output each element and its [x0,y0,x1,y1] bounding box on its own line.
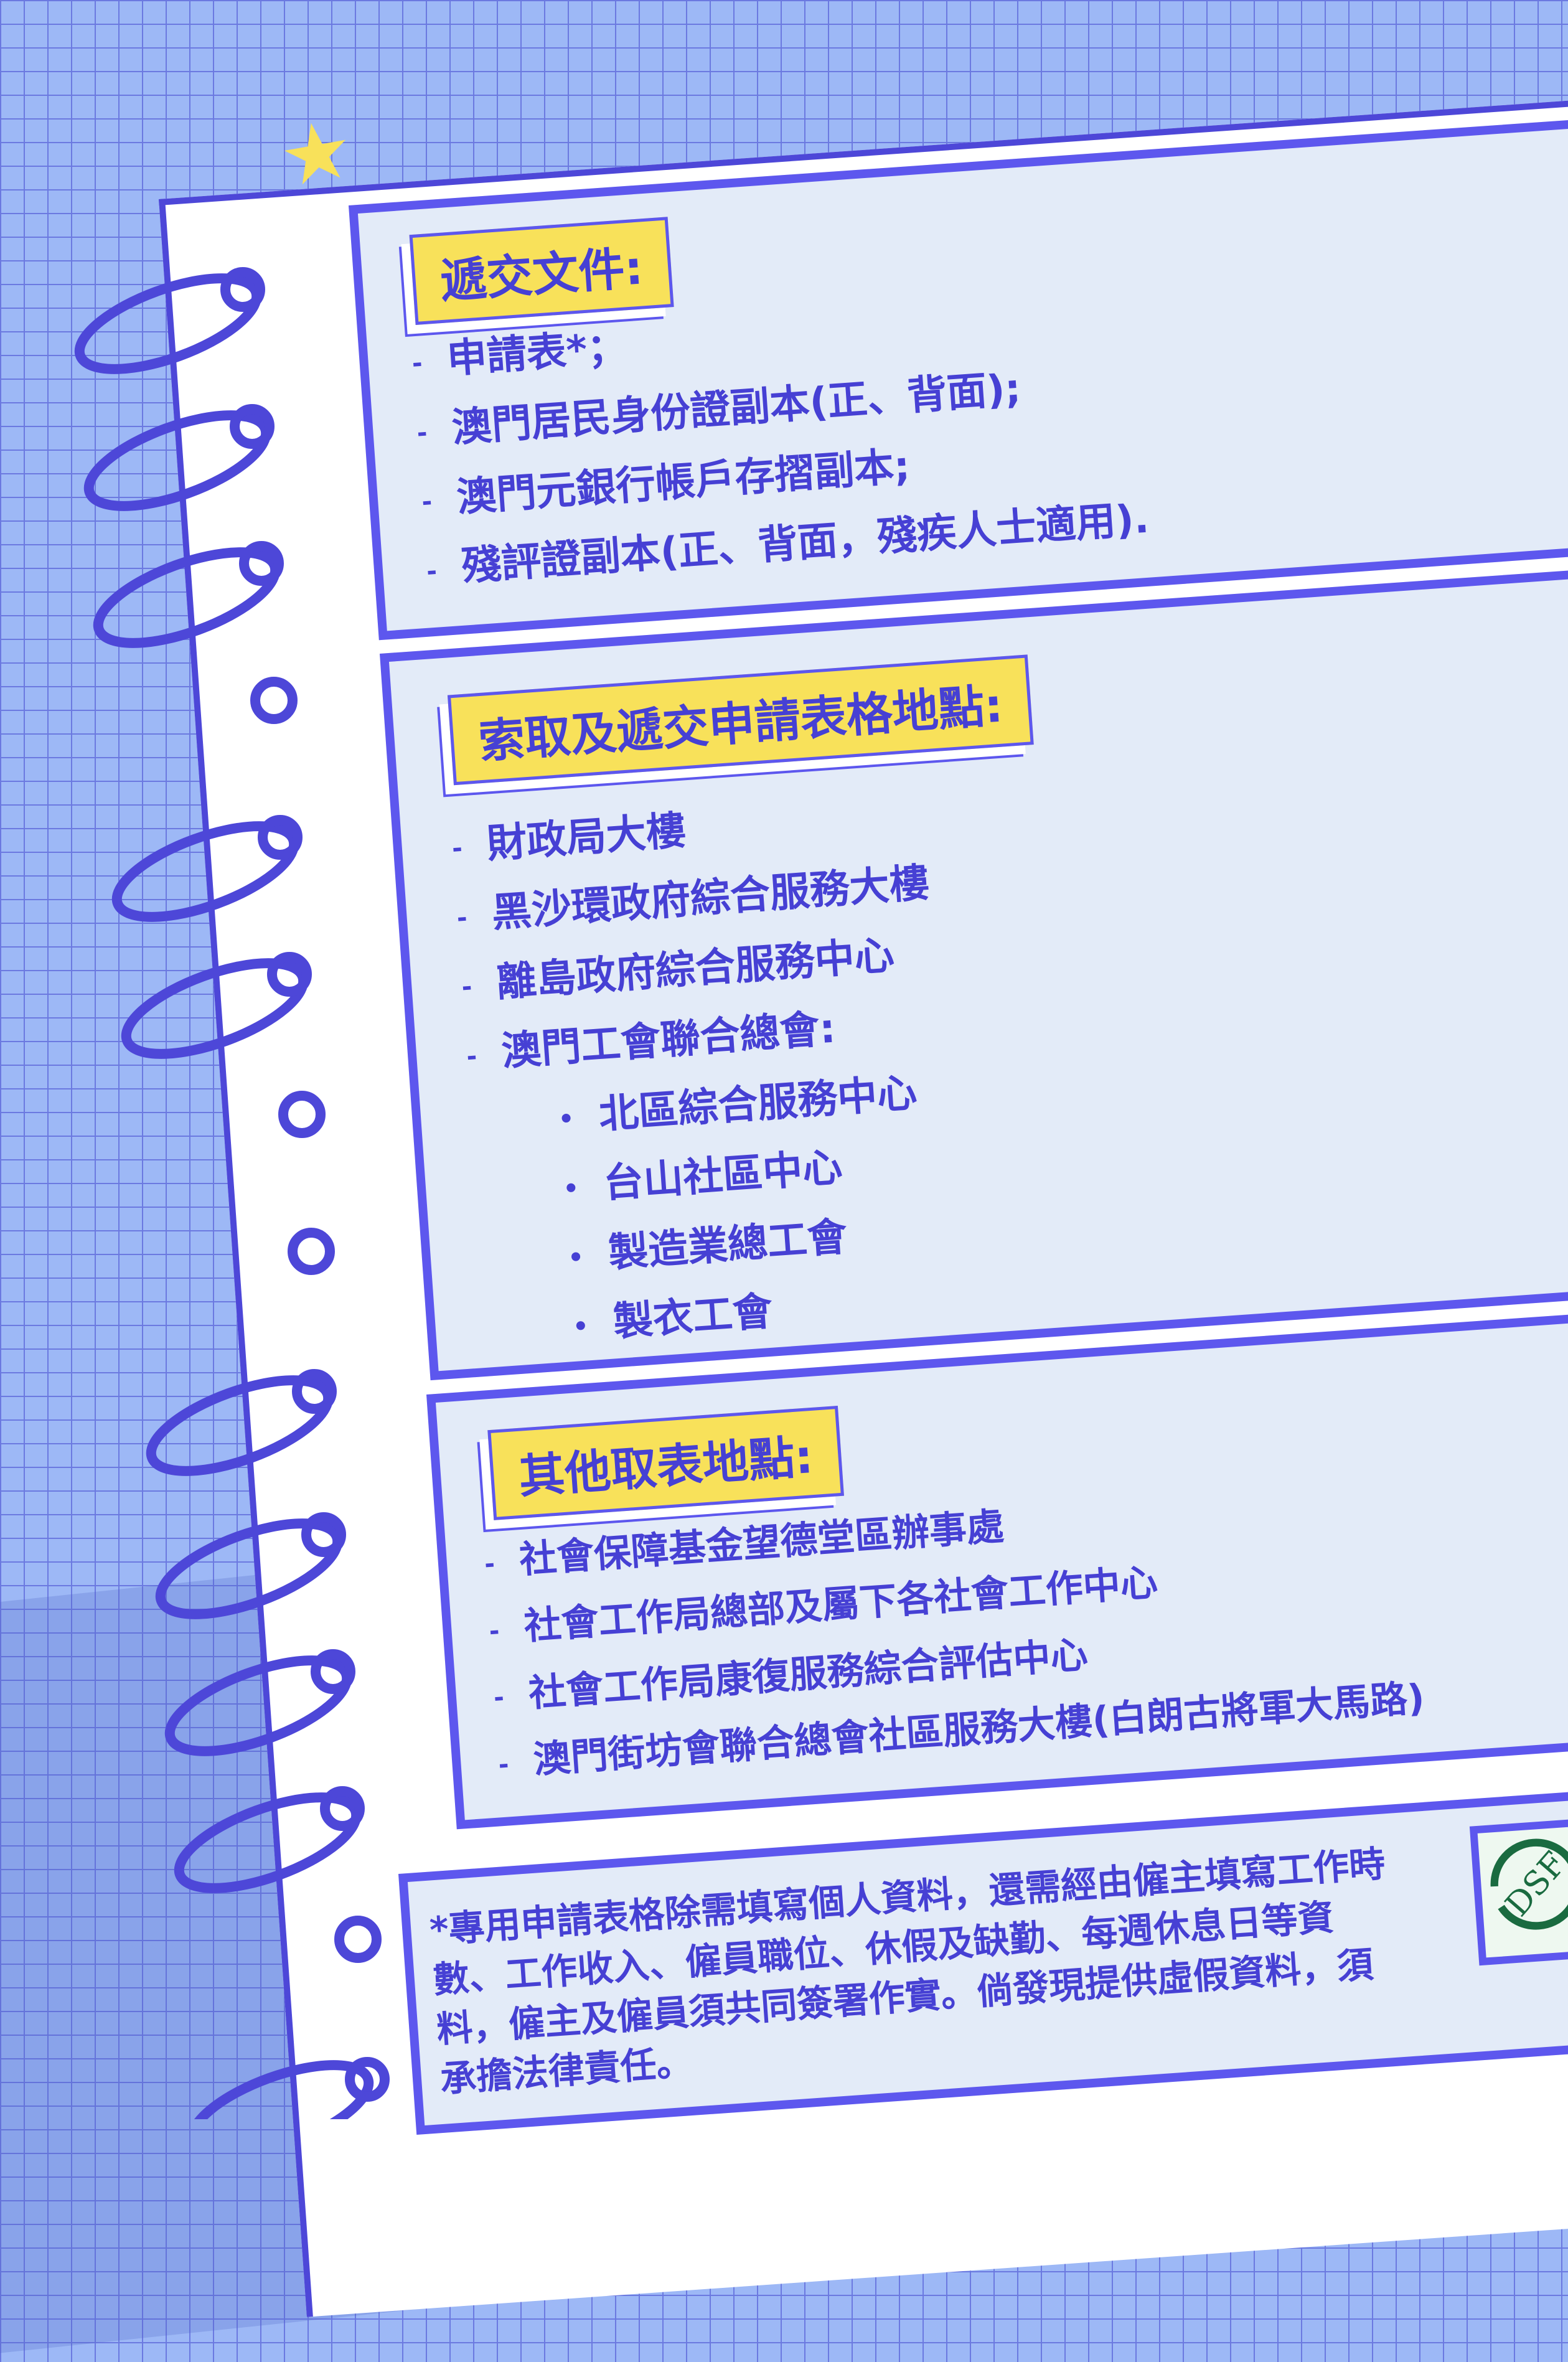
documents-panel: 遞交文件: 申請表*； 澳門居民身份證副本(正、背面); 澳門元銀行帳戶存摺副本… [349,114,1568,641]
spiral-ring-icon [74,267,265,374]
spiral-ring-icon [83,404,275,511]
documents-list: 申請表*； 澳門居民身份證副本(正、背面); 澳門元銀行帳戶存摺副本; 殘評證副… [410,278,1152,605]
other-locations-list: 社會保障基金望德堂區辦事處 社會工作局總部及屬下各社會工作中心 社會工作局康復服… [482,1466,1427,1797]
ring-hole-icon [288,1228,335,1275]
locations-list: 財政局大樓 黑沙環政府綜合服務大樓 離島政府綜合服務中心 澳門工會聯合總會: 北… [449,781,960,1367]
spiral-ring-icon [164,1649,355,1756]
other-locations-panel: 其他取表地點: 社會保障基金望德堂區辦事處 社會工作局總部及屬下各社會工作中心 … [426,1307,1568,1830]
ring-hole-icon [334,1916,382,1963]
other-locations-heading: 其他取表地點: [487,1405,844,1520]
spiral-binding [74,267,390,2119]
locations-panel: 索取及遞交申請表格地點: 財政局大樓 黑沙環政府綜合服務大樓 離島政府綜合服務中… [380,562,1568,1381]
dsf-logo-icon: DSF [1490,1838,1568,1930]
ring-hole-icon [278,1091,326,1138]
spiral-ring-icon [121,952,312,1059]
spiral-ring-icon [155,1512,346,1619]
ring-hole-icon [250,677,298,724]
note-panel: *專用申請表格除需填寫個人資料，還需經由僱主填寫工作時數、工作收入、僱員職位、休… [398,1787,1568,2135]
spiral-ring-icon [111,815,303,922]
spiral-ring-icon [186,2057,390,2119]
spiral-ring-icon [174,1786,365,1893]
spiral-ring-icon [146,1369,337,1476]
dsf-logo: DSF [1469,1817,1568,1966]
locations-heading: 索取及遞交申請表格地點: [447,654,1034,786]
note-text: *專用申請表格除需填寫個人資料，還需經由僱主填寫工作時數、工作收入、僱員職位、休… [428,1842,1387,2101]
spiral-ring-icon [93,541,284,648]
documents-heading: 遞交文件: [409,217,674,325]
